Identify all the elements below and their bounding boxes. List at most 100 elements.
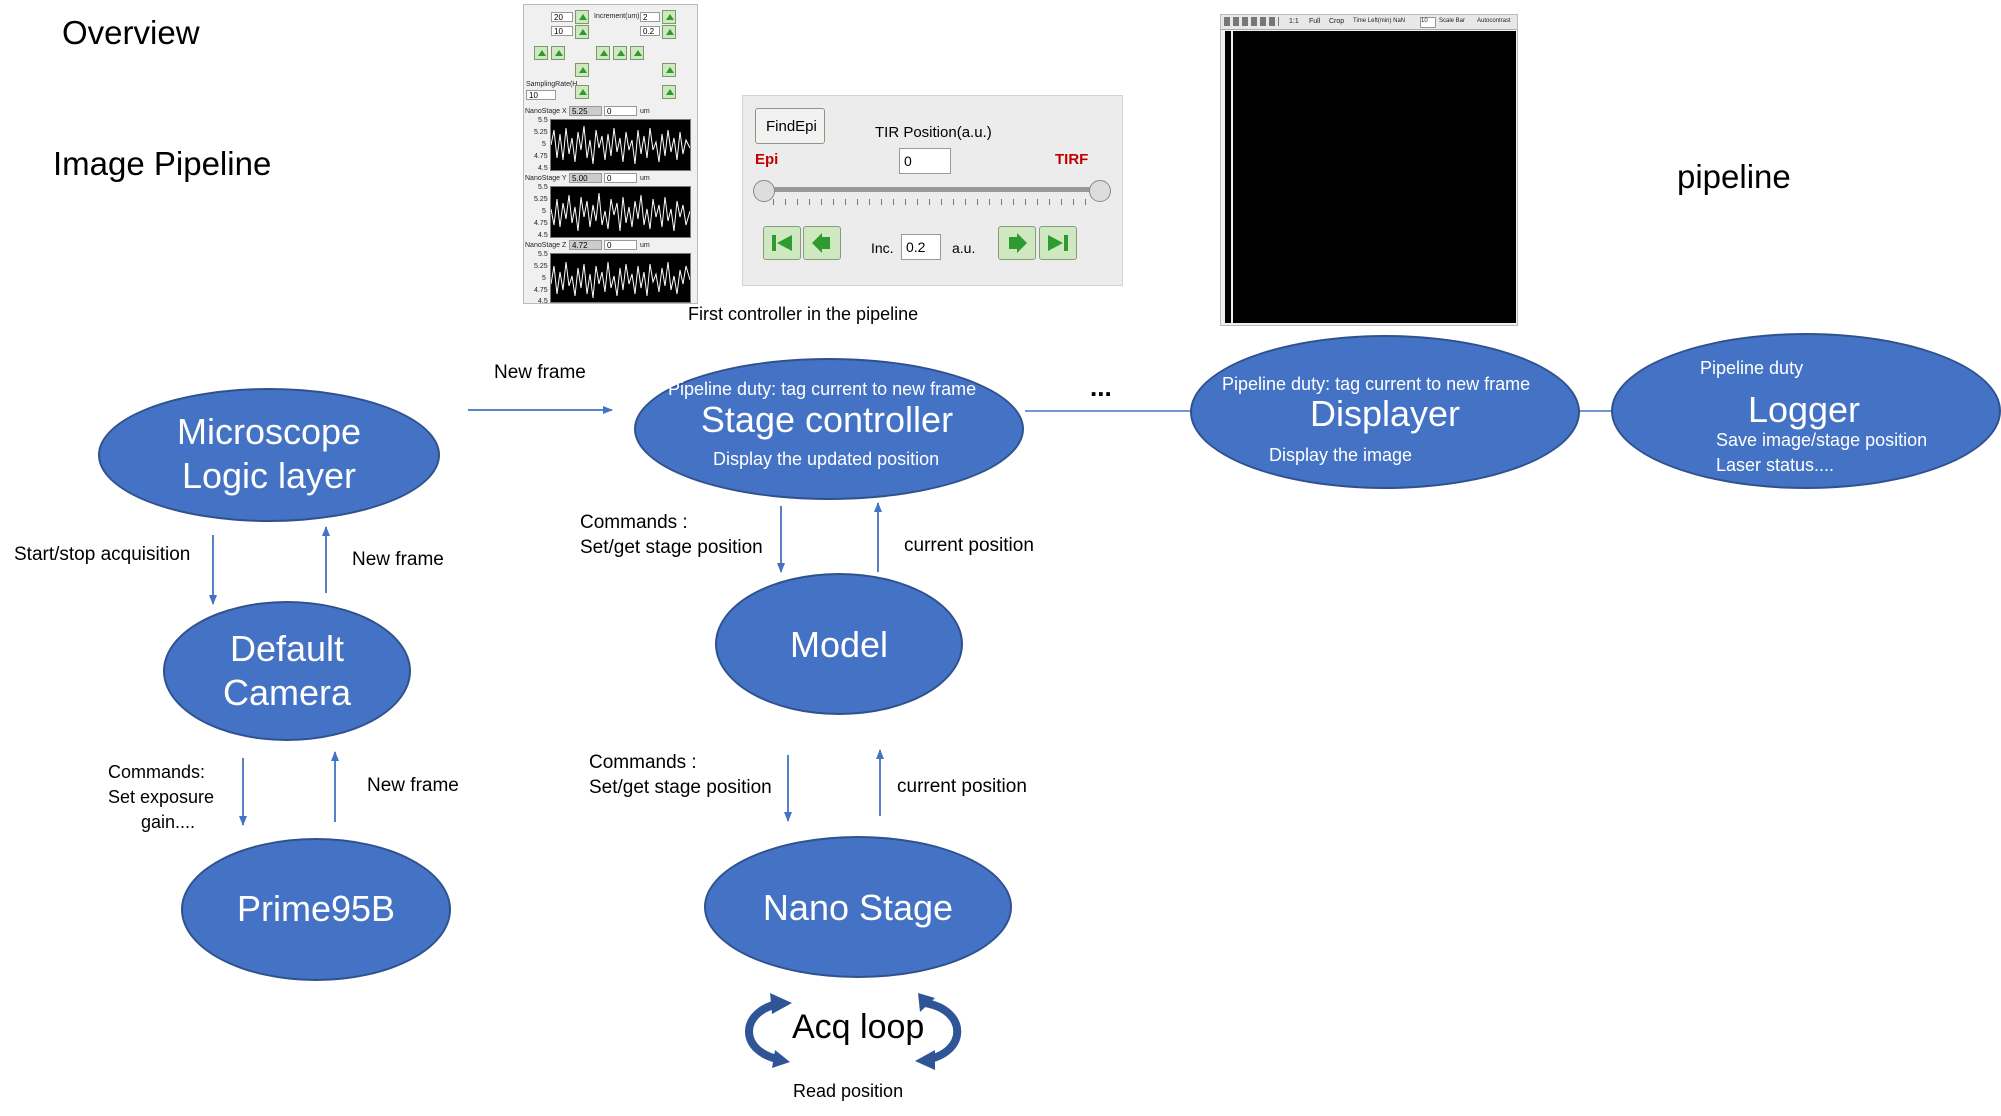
label-new-frame-bottom: New frame: [367, 775, 459, 796]
nano-y-tick-525: 5.25: [534, 196, 548, 203]
nano-down-button-3[interactable]: [575, 85, 589, 99]
find-epi-button[interactable]: FindEpi: [755, 108, 825, 144]
nano-z-tick-55: 5.5: [538, 251, 548, 258]
label-start-stop: Start/stop acquisition: [14, 544, 191, 565]
logger-sub1: Save image/stage position: [1716, 430, 1928, 450]
first-controller-caption: First controller in the pipeline: [688, 304, 919, 324]
tir-next-button[interactable]: [998, 226, 1036, 260]
nano-right-button-2[interactable]: [613, 46, 627, 60]
nano-stage-y-field[interactable]: 0: [604, 173, 637, 183]
tir-position-label: TIR Position(a.u.): [875, 124, 992, 141]
label-new-frame-top: New frame: [494, 362, 586, 383]
nano-down-button-2[interactable]: [662, 63, 676, 77]
nano-y-tick-5: 5: [542, 208, 546, 215]
nano-field-20[interactable]: 20: [551, 12, 573, 22]
displayer-duty: Pipeline duty: tag current to new frame: [1222, 374, 1531, 394]
nano-up-button-2[interactable]: [662, 10, 676, 24]
nano-z-tick-5: 5: [542, 275, 546, 282]
nano-right-button-3[interactable]: [630, 46, 644, 60]
tir-prev-button[interactable]: [803, 226, 841, 260]
tir-slider-handle-left[interactable]: [753, 180, 775, 202]
displayer-sub: Display the image: [1269, 445, 1413, 465]
tir-slider-ticks: [773, 199, 1093, 205]
nano-up-button-1[interactable]: [575, 10, 589, 24]
viewer-image-area[interactable]: [1233, 31, 1516, 323]
nano-stage-x-trace: [550, 119, 691, 171]
label-current-position-2: current position: [897, 776, 1027, 797]
viewer-left-strip: [1225, 31, 1231, 323]
viewer-toolbar: 1:1 Full Crop Time Left(min) NaN 10 Scal…: [1221, 15, 1517, 30]
camera-line1: Default: [229, 628, 345, 669]
nano-field-02[interactable]: 0.2: [640, 26, 660, 36]
find-epi-label: FindEpi: [766, 118, 817, 135]
acq-loop-right-tail-head: [915, 1050, 935, 1070]
skip-last-icon: [1048, 235, 1068, 251]
nano-y-tick-55: 5.5: [538, 184, 548, 191]
tir-slider-track[interactable]: [761, 187, 1101, 192]
nano-right-button-1[interactable]: [596, 46, 610, 60]
label-commands-cam-3: gain....: [141, 812, 196, 832]
acq-loop-left-tail-head: [772, 1050, 790, 1068]
tir-first-button[interactable]: [763, 226, 801, 260]
tir-last-button[interactable]: [1039, 226, 1077, 260]
nano-stage-x-field[interactable]: 0: [604, 106, 637, 116]
inc-label: Inc.: [871, 240, 894, 256]
default-camera-node: Default Camera: [163, 601, 411, 741]
prime-title: Prime95B: [236, 888, 396, 929]
viewer-num-field[interactable]: 10: [1420, 17, 1436, 28]
nano-stage-x-unit: um: [640, 108, 650, 115]
stage-controller-sub: Display the updated position: [713, 449, 940, 469]
viewer-autocontrast-checkbox[interactable]: Autocontrast: [1477, 18, 1511, 24]
tir-slider-handle-right[interactable]: [1089, 180, 1111, 202]
nano-down-button-4[interactable]: [662, 85, 676, 99]
prime95b-node: Prime95B: [181, 838, 451, 981]
nano-left-button-1[interactable]: [534, 46, 548, 60]
nano-stage-panel-screenshot: 20 Increment(um) 2 10 0.2 SamplingRate(H…: [523, 4, 698, 305]
nano-stage-z-label: NanoStage Z: [525, 242, 567, 249]
nano-field-10[interactable]: 10: [551, 26, 573, 36]
arrow-left-icon: [812, 233, 830, 253]
nano-increment-label: Increment(um): [594, 13, 640, 20]
model-node: Model: [715, 573, 963, 715]
nano-left-button-2[interactable]: [551, 46, 565, 60]
nano-up-button-3[interactable]: [575, 25, 589, 39]
viewer-full-button[interactable]: Full: [1309, 18, 1321, 25]
nano-y-tick-45: 4.5: [538, 232, 548, 239]
acq-loop-left-arrow: [745, 999, 783, 1064]
viewer-1to1-button[interactable]: 1:1: [1289, 18, 1299, 25]
nano-y-tick-475: 4.75: [534, 220, 548, 227]
nano-stage-x-value: 5.25: [569, 106, 602, 116]
viewer-crop-button[interactable]: Crop: [1329, 18, 1345, 25]
viewer-tool-icons[interactable]: [1224, 17, 1279, 26]
nano-field-2[interactable]: 2: [640, 12, 660, 22]
nano-z-tick-475: 4.75: [534, 287, 548, 294]
heading-pipeline: pipeline: [1677, 158, 1791, 195]
microscope-logic-layer-node: Microscope Logic layer: [98, 388, 440, 522]
nano-stage-y-label: NanoStage Y: [525, 175, 567, 182]
ellipsis-label: ...: [1090, 372, 1112, 402]
viewer-scale-bar-checkbox[interactable]: Scale Bar: [1439, 18, 1466, 24]
tir-position-field[interactable]: 0: [899, 148, 951, 174]
logger-title: Logger: [1747, 389, 1861, 430]
nano-stage-z-field[interactable]: 0: [604, 240, 637, 250]
acq-loop-left-head: [770, 993, 792, 1014]
acq-loop-right-arrow: [924, 999, 962, 1064]
label-commands-cam-2: Set exposure: [108, 787, 215, 807]
inc-field[interactable]: 0.2: [901, 234, 941, 260]
logger-sub2: Laser status....: [1716, 455, 1835, 475]
nano-sampling-field[interactable]: 10: [526, 90, 556, 100]
viewer-time-left: Time Left(min) NaN: [1353, 18, 1406, 24]
logger-duty: Pipeline duty: [1700, 358, 1804, 378]
model-title: Model: [789, 624, 889, 665]
heading-overview: Overview: [62, 14, 200, 51]
nano-stage-z-unit: um: [640, 242, 650, 249]
nano-stage-z-trace: [550, 253, 691, 303]
nano-z-tick-45: 4.5: [538, 298, 548, 305]
nano-stage-z-value: 4.72: [569, 240, 602, 250]
nano-up-button-4[interactable]: [662, 25, 676, 39]
acq-loop-right-head: [918, 993, 935, 1012]
nano-z-tick-525: 5.25: [534, 263, 548, 270]
heading-image-pipeline: Image Pipeline: [53, 145, 272, 182]
nano-down-button-1[interactable]: [575, 63, 589, 77]
